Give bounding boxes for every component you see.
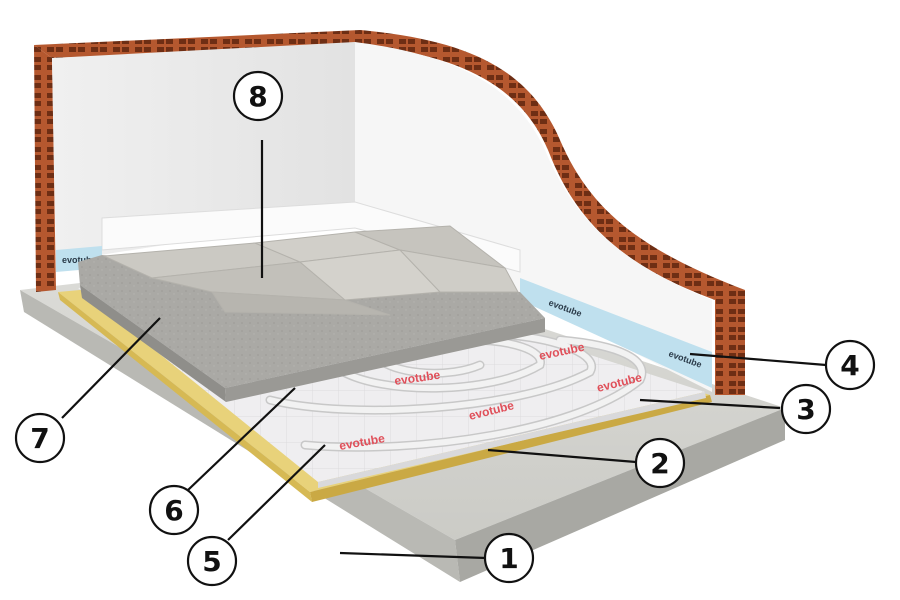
callout-5: 5 xyxy=(186,535,238,587)
edge-strip-brand-left: evotube xyxy=(62,255,97,265)
leader-line-4 xyxy=(689,352,827,367)
callout-5-label: 5 xyxy=(202,545,221,578)
callout-4: 4 xyxy=(824,339,876,391)
callout-6: 6 xyxy=(148,484,200,536)
callout-4-label: 4 xyxy=(840,349,859,382)
callout-8: 8 xyxy=(232,70,284,122)
leader-line-7 xyxy=(61,317,161,419)
callout-1: 1 xyxy=(483,532,535,584)
leader-line-1 xyxy=(339,551,487,560)
callout-7-label: 7 xyxy=(30,422,49,455)
callout-2-label: 2 xyxy=(650,447,669,480)
callout-8-label: 8 xyxy=(248,80,267,113)
callout-6-label: 6 xyxy=(164,494,183,527)
leader-line-5 xyxy=(227,444,326,541)
side-wall xyxy=(355,42,712,392)
leader-lines xyxy=(61,140,827,560)
panel-brand-1: evotube xyxy=(393,368,441,388)
leader-line-3 xyxy=(639,398,781,410)
brick-wall-back xyxy=(34,30,360,292)
callout-7: 7 xyxy=(14,412,66,464)
callout-2: 2 xyxy=(634,437,686,489)
floor-tiles xyxy=(102,225,519,316)
callout-1-label: 1 xyxy=(499,542,518,575)
leader-line-2 xyxy=(487,448,637,464)
callouts: 1 2 3 4 5 6 7 8 xyxy=(14,70,876,587)
callout-3: 3 xyxy=(780,383,832,435)
callout-3-label: 3 xyxy=(796,393,815,426)
leader-line-6 xyxy=(187,387,296,491)
